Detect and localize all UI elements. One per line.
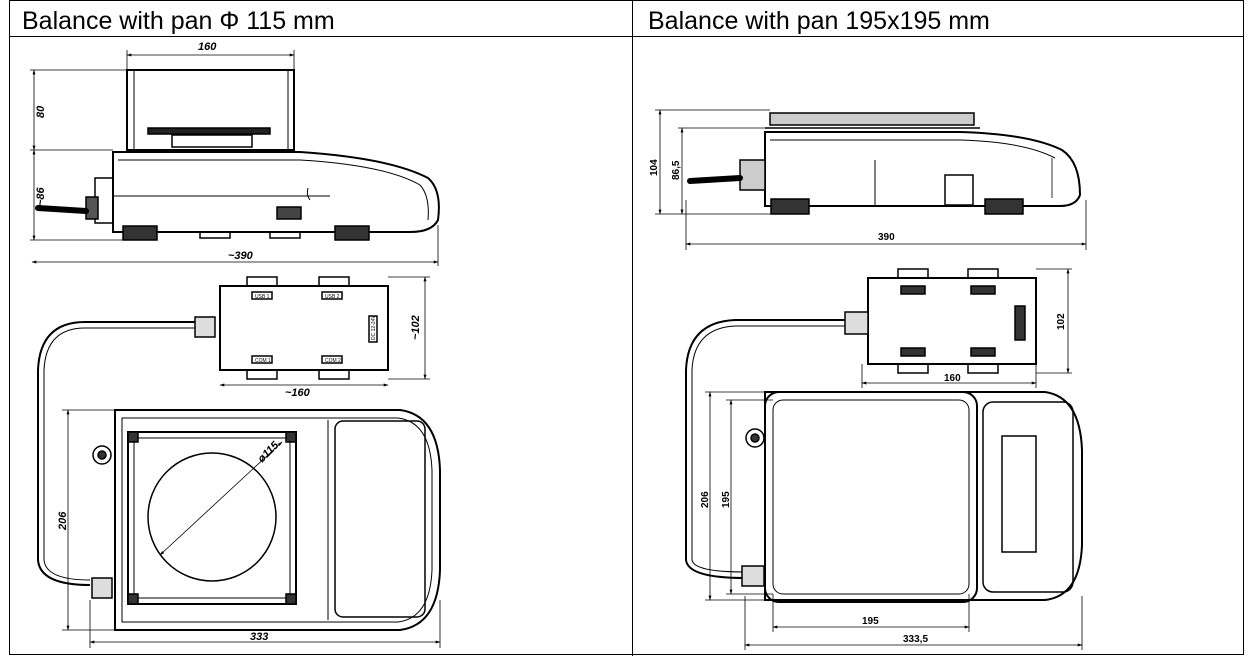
dim-right-total-height: 104	[649, 159, 660, 176]
port-com2: COM 2	[325, 358, 341, 364]
left-top-view	[91, 409, 441, 631]
left-side-view	[35, 69, 440, 241]
left-box-dimensions	[219, 276, 430, 387]
right-top-dimensions	[705, 391, 1083, 650]
right-top-view	[741, 391, 1083, 603]
port-usb2: USB 2	[325, 294, 340, 300]
dim-left-pan-diameter: ø115	[256, 439, 282, 465]
right-side-dimensions	[655, 109, 1087, 250]
dim-left-box-width: ~160	[285, 387, 311, 399]
dim-left-width-top: 160	[198, 41, 217, 53]
dim-left-box-depth: ~102	[410, 315, 422, 340]
dim-right-width: 333,5	[903, 634, 928, 645]
dim-right-depth-pan: 195	[721, 491, 732, 508]
dim-right-box-depth: 102	[1056, 313, 1067, 330]
dim-right-length: 390	[878, 232, 895, 243]
dim-right-box-width: 160	[944, 373, 961, 384]
port-usb1: USB 1	[255, 294, 270, 300]
left-interface-box	[37, 276, 389, 586]
left-top-dimensions	[62, 409, 441, 648]
header-left: Balance with pan Φ 115 mm	[22, 7, 335, 35]
comparison-table: Balance with pan Φ 115 mm Balance with p…	[9, 0, 1244, 656]
right-box-dimensions	[861, 268, 1072, 388]
right-interface-box	[685, 268, 1037, 579]
dim-left-width: 333	[250, 631, 268, 643]
dim-left-body-height: ~86	[35, 186, 47, 206]
dim-left-depth: 206	[57, 511, 69, 531]
header-right: Balance with pan 195x195 mm	[648, 7, 990, 35]
dim-right-pan-width: 195	[862, 616, 879, 627]
column-divider	[632, 1, 633, 656]
right-side-view	[687, 112, 1082, 215]
left-side-dimensions	[30, 50, 439, 266]
dim-left-length: ~390	[228, 250, 254, 262]
dim-right-depth-outer: 206	[700, 491, 711, 508]
header-divider	[10, 36, 1243, 37]
dim-right-body-height: 86,5	[671, 160, 682, 180]
port-com1: COM 1	[255, 358, 271, 364]
port-dc: DC 12-24V	[371, 315, 377, 340]
dim-left-shield-height: 80	[35, 105, 47, 118]
